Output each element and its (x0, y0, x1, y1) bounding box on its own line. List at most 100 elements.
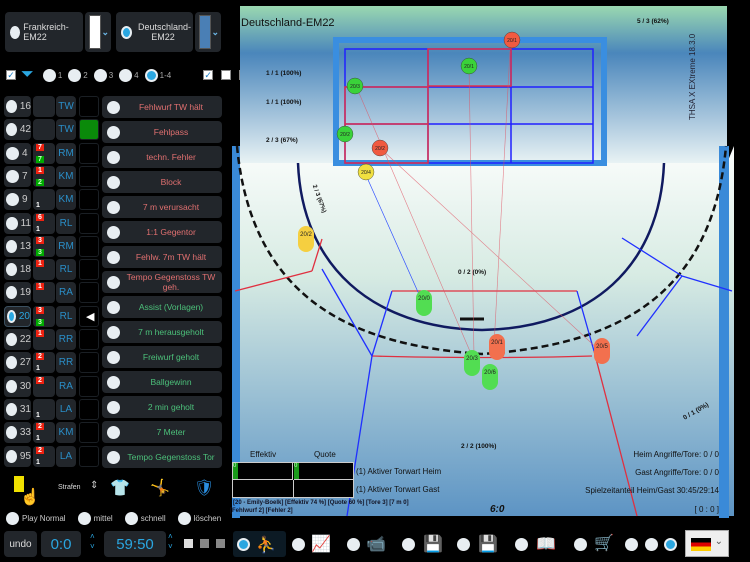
speed-radio[interactable] (177, 512, 191, 525)
period-radio[interactable] (119, 68, 133, 82)
team-home-radio[interactable] (10, 25, 21, 39)
player-number[interactable]: 9 (4, 189, 31, 211)
action-radio[interactable] (107, 300, 120, 314)
court-shot-marker[interactable] (489, 334, 505, 360)
action-button[interactable]: 2 min geholt (102, 396, 222, 418)
mode-radio[interactable] (515, 538, 528, 551)
speed-option[interactable]: mittel (77, 512, 113, 525)
player-color-box[interactable] (79, 96, 99, 117)
goal-shot-marker[interactable] (371, 139, 389, 157)
player-number[interactable]: 42 (4, 119, 31, 141)
player-radio[interactable] (7, 309, 16, 323)
player-radio[interactable] (6, 239, 17, 253)
player-number[interactable]: 22 (4, 329, 31, 350)
color-square-light[interactable] (184, 539, 193, 548)
mode-radio[interactable] (457, 538, 470, 551)
video-icon[interactable]: 📹 (366, 536, 386, 553)
mode-radio[interactable] (645, 538, 658, 551)
player-color-box[interactable] (79, 282, 99, 304)
action-radio[interactable] (107, 250, 120, 264)
player-radio[interactable] (6, 216, 18, 230)
shop-icon[interactable]: 🛒 (594, 535, 614, 552)
player-color-box[interactable] (79, 398, 99, 420)
action-button[interactable]: Assist (Vorlagen) (102, 296, 222, 318)
speed-option[interactable]: löschen (177, 512, 221, 525)
action-radio[interactable] (107, 175, 120, 189)
player-number[interactable]: 30 (4, 375, 31, 397)
goal-shot-marker[interactable] (357, 163, 375, 181)
action-button[interactable]: Tempo Gegenstoss TW geh. (102, 271, 222, 293)
color-square-mid[interactable] (200, 539, 209, 548)
filter-checkbox[interactable] (221, 70, 232, 80)
speed-radio[interactable] (6, 512, 19, 525)
mode-radio[interactable] (574, 538, 587, 551)
player-color-box[interactable] (79, 212, 99, 234)
undo-button[interactable]: undo (4, 531, 37, 557)
action-radio[interactable] (107, 375, 120, 389)
team-away-color[interactable]: ⌄ (195, 12, 221, 52)
player-number[interactable]: 16 (4, 96, 31, 117)
player-color-box[interactable] (79, 259, 99, 281)
manual-icon[interactable]: 📖 (536, 536, 556, 553)
player-color-box[interactable] (79, 235, 99, 257)
action-button[interactable]: 1:1 Gegentor (102, 221, 222, 243)
action-radio[interactable] (107, 425, 120, 439)
action-button[interactable]: Block (102, 171, 222, 193)
player-number[interactable]: 18 (4, 259, 31, 281)
save-check-icon[interactable]: 💾 (478, 536, 498, 553)
action-radio[interactable] (107, 400, 120, 414)
player-number[interactable]: 4 (4, 142, 31, 164)
team-away-radio[interactable] (121, 25, 132, 39)
filter-checkbox[interactable]: ✓ (203, 70, 214, 80)
player-color-box[interactable] (79, 422, 99, 444)
player-radio[interactable] (6, 123, 17, 137)
court-shot-marker[interactable] (482, 364, 498, 390)
period-radio[interactable] (93, 68, 107, 82)
action-radio[interactable] (107, 150, 120, 164)
penalties-stepper[interactable]: ⇕ (90, 480, 99, 491)
action-button[interactable]: Ballgewinn (102, 371, 222, 393)
action-radio[interactable] (107, 225, 120, 239)
player-color-box[interactable] (79, 165, 99, 187)
color-square-dark[interactable] (216, 539, 225, 548)
court-shot-marker[interactable] (416, 290, 432, 316)
mode-radio[interactable] (237, 538, 250, 551)
player-color-box[interactable] (79, 189, 99, 211)
mode-radio[interactable] (292, 538, 305, 551)
player-number[interactable]: 19 (4, 282, 31, 304)
chart-icon[interactable]: 📈 (311, 536, 331, 553)
team-away-select[interactable]: Deutschland-EM22 (116, 12, 193, 52)
team-home-color[interactable]: ⌄ (85, 12, 111, 52)
player-color-box[interactable] (79, 329, 99, 350)
action-button[interactable]: 7 m verursacht (102, 196, 222, 218)
player-number[interactable]: 11 (4, 212, 31, 234)
action-button[interactable]: Tempo Gegenstoss Tor (102, 446, 222, 468)
action-radio[interactable] (107, 350, 120, 364)
language-select[interactable]: ⌄ (685, 530, 729, 557)
jersey-swap-icon[interactable]: 👕 (110, 480, 130, 497)
mode-radio[interactable] (625, 538, 638, 551)
player-number[interactable]: 7 (4, 165, 31, 187)
speed-radio[interactable] (124, 512, 138, 525)
action-radio[interactable] (107, 325, 120, 339)
action-button[interactable]: Fehlwurf TW hält (102, 96, 222, 118)
player-radio[interactable] (6, 263, 17, 277)
action-radio[interactable] (107, 200, 120, 214)
player-number[interactable]: 13 (4, 235, 31, 257)
player-radio[interactable] (6, 193, 19, 207)
player-number[interactable]: 33 (4, 422, 31, 444)
player-number[interactable]: 31 (4, 398, 31, 420)
player-number[interactable]: 27 (4, 352, 31, 374)
court-shot-marker[interactable] (464, 350, 480, 376)
action-button[interactable]: Freiwurf geholt (102, 346, 222, 368)
action-radio[interactable] (107, 450, 120, 464)
player-number[interactable]: 95 (4, 445, 31, 467)
speed-option[interactable]: Play Normal (6, 512, 66, 525)
